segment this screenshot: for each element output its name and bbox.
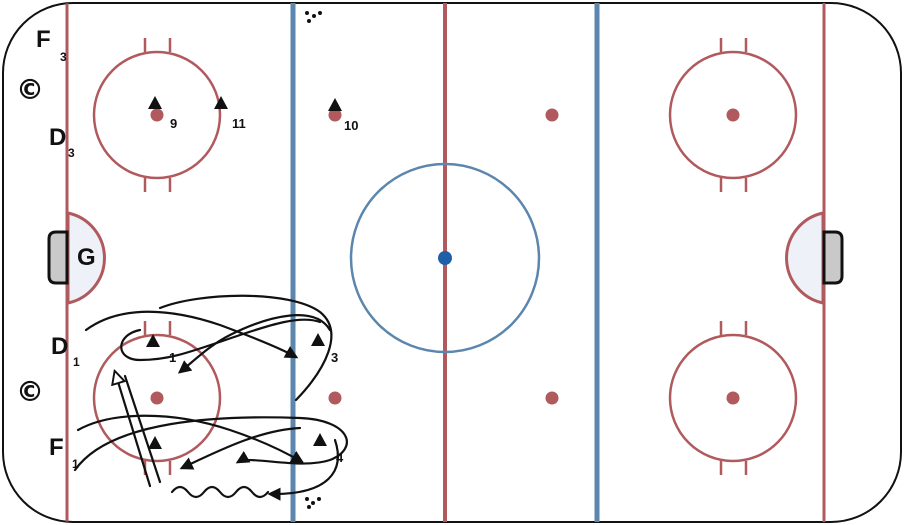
left-net [47,230,69,285]
player-triangle-icon [214,96,228,109]
player-triangle-icon [328,98,342,111]
left-goal-crease [66,211,106,305]
stickhandle-wave-arrow [170,485,270,499]
top-forward-letter: F [36,26,51,53]
skate-path-arrow [76,414,305,464]
player-label-11: 11 [232,116,246,131]
captain-c-icon: © [16,73,44,106]
skate-path-arrow [115,372,152,488]
faceoff-circle-top-right [668,38,798,192]
player-triangle-icon [148,96,162,109]
skate-path-arrow [120,318,322,362]
skate-path-arrow [84,310,299,359]
player-triangle-icon [146,334,160,347]
center-faceoff-dot [438,251,452,265]
puck-cluster-icon [305,11,322,23]
bottom-defense-number: 1 [73,355,80,369]
player-label-1: 1 [169,350,177,365]
captain-c-icon: © [16,375,44,408]
bottom-forward-number: 1 [72,457,79,471]
player-triangle-icon [313,433,327,446]
player-label-10: 10 [344,118,359,133]
faceoff-circle-bottom-right [668,321,798,475]
player-label-9: 9 [170,116,178,131]
bottom-defense-letter: D [51,333,69,360]
top-forward-number: 3 [60,50,67,64]
right-goal-crease [785,211,825,305]
pass-arrow [267,438,339,501]
goalie-label: G [77,244,96,271]
pass-arrow [179,426,302,470]
player-label-3: 3 [331,350,339,365]
bottom-forward-letter: F [49,434,64,461]
skate-path-arrow [123,374,162,484]
center-circle [349,162,541,354]
top-defense-number: 3 [68,146,75,160]
faceoff-dots [150,108,740,405]
skate-path-arrow [158,294,333,402]
player-triangle-icon [148,436,162,449]
right-net [822,230,844,285]
puck-cluster-icon [305,497,321,509]
player-label-4: 4 [336,450,344,465]
top-defense-letter: D [49,124,67,151]
faceoff-circle-top-left [92,38,222,192]
pass-arrow [177,314,332,374]
player-triangle-icon [311,333,325,346]
